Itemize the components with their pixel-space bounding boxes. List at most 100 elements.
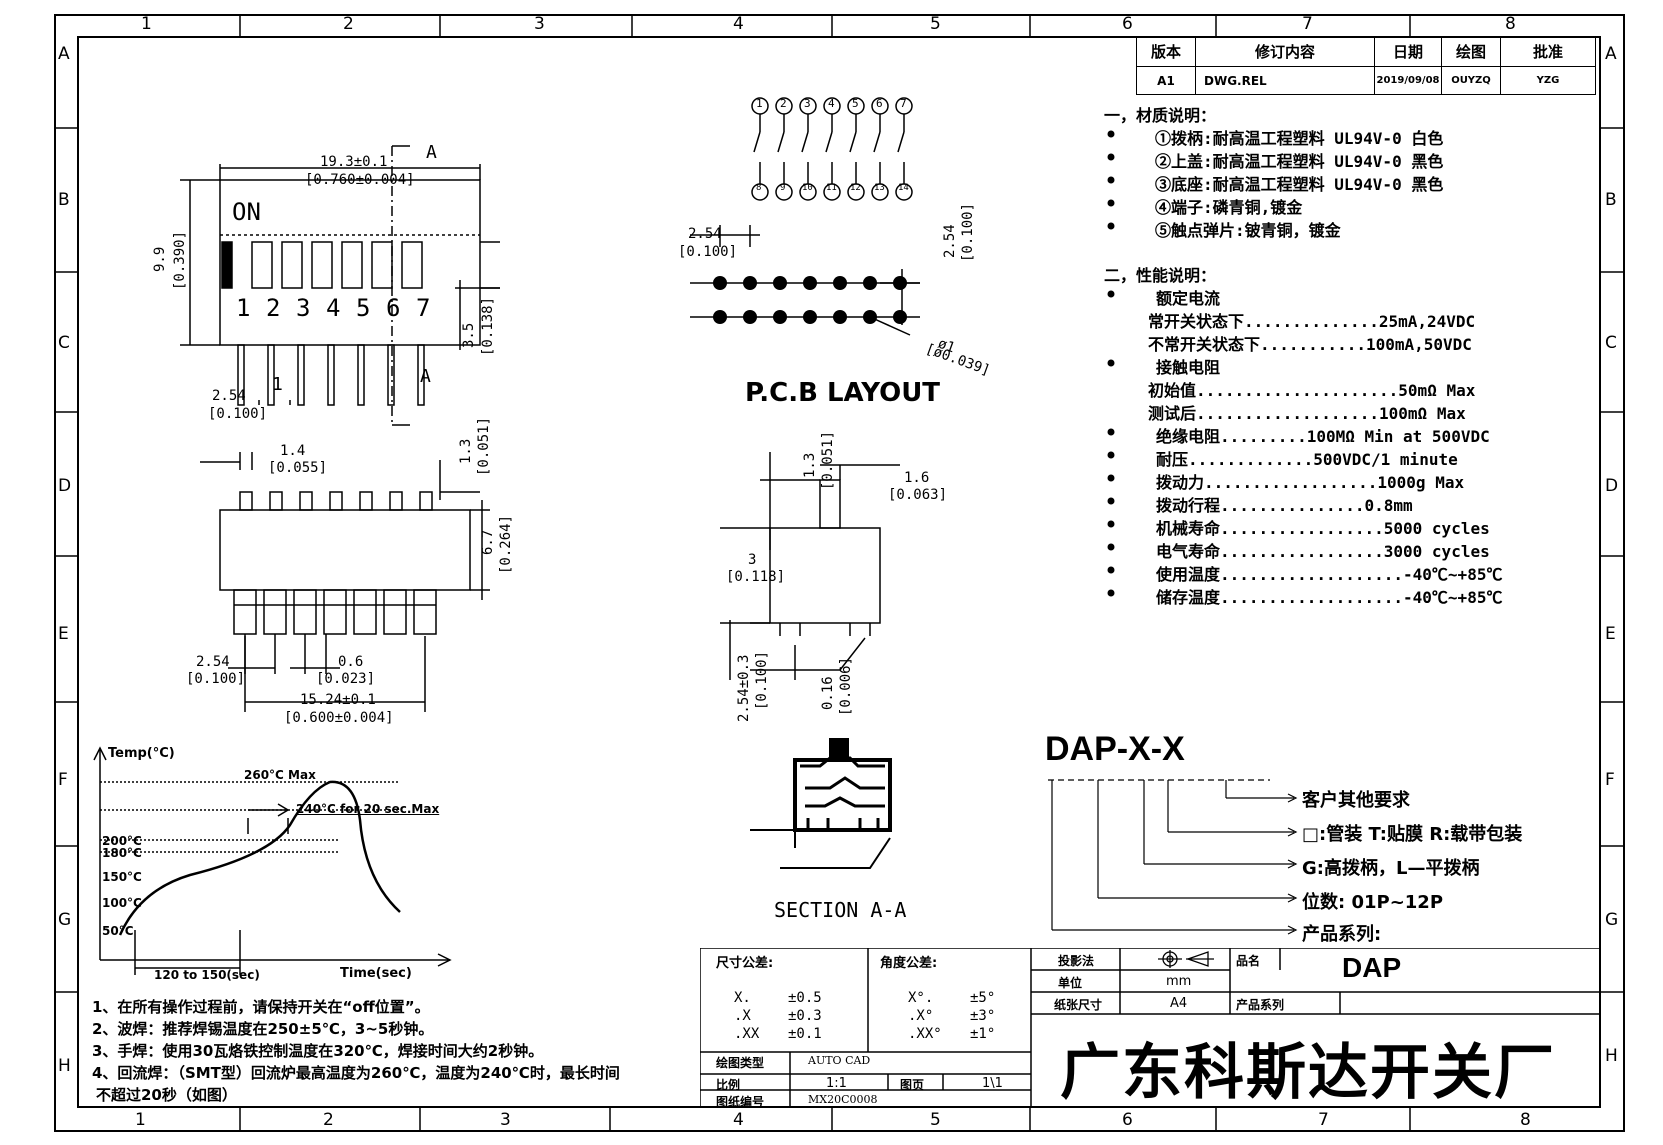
perf-insulation: 绝缘电阻.........100MΩ Min at 500VDC: [1156, 427, 1490, 446]
top-pos-5-label: 5: [356, 294, 371, 322]
row-letter-right-g: G: [1605, 910, 1619, 930]
pcb-pin-4: 4: [828, 97, 835, 110]
top-dim-height-in: [0.390]: [172, 231, 188, 290]
top-pos-7-label: 7: [416, 294, 431, 322]
side-dim-span-in: [0.600±0.004]: [284, 710, 394, 726]
perf-mech-life: 机械寿命.................5000 cycles: [1156, 519, 1490, 538]
material-item: ②上盖:耐高温工程塑料 UL94V-0 黑色: [1155, 152, 1444, 171]
reflow-y-axis-label: Temp(°C): [108, 746, 175, 761]
row-letter-left-c: C: [58, 333, 70, 353]
tol-ang-xxx-key: .XX°: [908, 1026, 942, 1042]
perf-nnc: 不常开关状态下...........100mA,50VDC: [1148, 335, 1472, 354]
row-letter-left-g: G: [58, 910, 72, 930]
sec-dim-pin: 2.54±0.3: [736, 655, 752, 722]
reflow-profile-chart: [93, 746, 452, 975]
perf-contact-resistance: 接触电阻: [1156, 358, 1221, 377]
material-bullets: [1107, 130, 1115, 230]
tol-ang-xx: .X° ±3°: [908, 1008, 995, 1024]
tol-dim-x-key: X.: [734, 990, 751, 1006]
pcb-pin-13: 13: [874, 183, 885, 193]
section-mark-bottom: A: [420, 366, 431, 387]
pn-legend-knob: G:高拨柄，L—平拨柄: [1302, 858, 1480, 879]
reflow-hold-label: 240°C for 20 sec.Max: [296, 802, 440, 816]
sec-dim-knob-h-in-value: [0.051]: [820, 430, 836, 490]
rev-drawn: OUYZQ: [1441, 66, 1501, 95]
pcb-dim-pitch-in: [0.100]: [678, 244, 738, 260]
tol-ang-x: X°. ±5°: [908, 990, 995, 1006]
drawing-no-value: MX20C0008: [808, 1093, 878, 1106]
pn-legend-other: 客户其他要求: [1302, 790, 1410, 811]
top-dim-pin-in-value: [0.138]: [480, 296, 496, 356]
col-num-top-8: 8: [1505, 14, 1516, 34]
company-name: 广东科斯达开关厂: [1060, 1038, 1556, 1108]
pcb-pin-2: 2: [780, 97, 787, 110]
note-5: 不超过20秒（如图）: [96, 1086, 237, 1104]
material-item: ⑤触点弹片:铍青铜，镀金: [1155, 221, 1341, 240]
reflow-duration-label: 120 to 150(sec): [154, 968, 260, 982]
side-dim-knob: 1.4: [280, 443, 306, 459]
pcb-pin-1: 1: [756, 97, 763, 110]
perf-travel: 拨动行程...............0.8mm: [1156, 496, 1413, 515]
projection-symbol: [1158, 950, 1214, 968]
rev-header-content: 修订内容: [1195, 36, 1375, 67]
pcb-pin-14: 14: [898, 183, 909, 193]
sec-dim-pin-value: 2.54±0.3: [736, 654, 752, 722]
top-pos-4-label: 4: [326, 294, 341, 322]
top-dim-pitch-in: [0.100]: [208, 406, 268, 422]
sec-dim-knob-h-in: [0.051]: [820, 431, 836, 490]
software-label: 绘图类型: [716, 1056, 765, 1070]
tol-dim-x: X. ±0.5: [734, 990, 822, 1006]
perf-after-test: 测试后...................100mΩ Max: [1148, 404, 1466, 423]
sec-dim-thick: 0.16: [820, 676, 836, 710]
col-num-bottom-5: 5: [930, 1110, 941, 1130]
product-name-value: DAP: [1342, 952, 1402, 983]
rev-version: A1: [1136, 66, 1196, 95]
col-num-top-5: 5: [930, 14, 941, 34]
reflow-temp-180: 180°C: [102, 846, 142, 860]
col-num-bottom-2: 2: [323, 1110, 334, 1130]
sec-dim-knob-h-value: 1.3: [802, 452, 818, 478]
tol-ang-xx-key: .X°: [908, 1008, 934, 1024]
reflow-temp-100: 100°C: [102, 896, 142, 910]
top-dim-height-in-value: [0.390]: [172, 230, 188, 290]
rev-header-drawn: 绘图: [1441, 36, 1501, 67]
side-dim-knob-in: [0.055]: [268, 460, 328, 476]
perf-nc: 常开关状态下..............25mA,24VDC: [1148, 312, 1476, 331]
row-letter-right-a: A: [1605, 44, 1617, 64]
perf-storage-temp: 储存温度...................-40℃~+85℃: [1156, 588, 1503, 607]
section-cut-drawing: [750, 738, 892, 869]
top-dim-pin-in: [0.138]: [480, 297, 496, 356]
tol-ang-xxx: .XX° ±1°: [908, 1026, 995, 1042]
sec-dim-thick-value: 0.16: [820, 676, 836, 710]
top-pos-2-label: 2: [266, 294, 281, 322]
rev-header-version: 版本: [1136, 36, 1196, 67]
reflow-temp-150: 150°C: [102, 870, 142, 884]
tol-dim-label: 尺寸公差:: [716, 956, 774, 971]
material-item: ③底座:耐高温工程塑料 UL94V-0 黑色: [1155, 175, 1444, 194]
page-value: 1\1: [982, 1076, 1003, 1091]
side-dim-body: 6.7: [480, 530, 496, 555]
pcb-dim-row-in: [0.100]: [960, 203, 976, 262]
perf-initial: 初始值.....................50mΩ Max: [1148, 381, 1476, 400]
col-num-top-7: 7: [1302, 14, 1313, 34]
pcb-pin-3: 3: [804, 97, 811, 110]
pcb-dim-row-value: 2.54: [942, 224, 958, 258]
pn-legend-positions: 位数: 01P~12P: [1302, 892, 1444, 913]
reflow-temp-200: 200°C: [102, 834, 142, 848]
col-num-bottom-1: 1: [135, 1110, 146, 1130]
perf-rated-current: 额定电流: [1156, 289, 1221, 308]
side-dim-knob-h-in-value: [0.051]: [476, 416, 492, 476]
reflow-x-axis-label: Time(sec): [340, 966, 412, 981]
rev-header-approved: 批准: [1500, 36, 1596, 67]
sec-dim-thick-in-value: [0.006]: [838, 656, 854, 716]
top-pos-6-label: 6: [386, 294, 401, 322]
pcb-dim-row-in-value: [0.100]: [960, 202, 976, 262]
side-dim-pitch: 2.54: [196, 654, 230, 670]
top-dim-width: 19.3±0.1: [320, 154, 388, 170]
row-letter-right-f: F: [1605, 770, 1615, 790]
side-dim-pitch-in: [0.100]: [186, 671, 246, 687]
top-view-drawing: 1: [180, 145, 500, 426]
pcb-pin-8: 8: [756, 183, 762, 193]
pcb-hole-pattern: [690, 225, 920, 336]
